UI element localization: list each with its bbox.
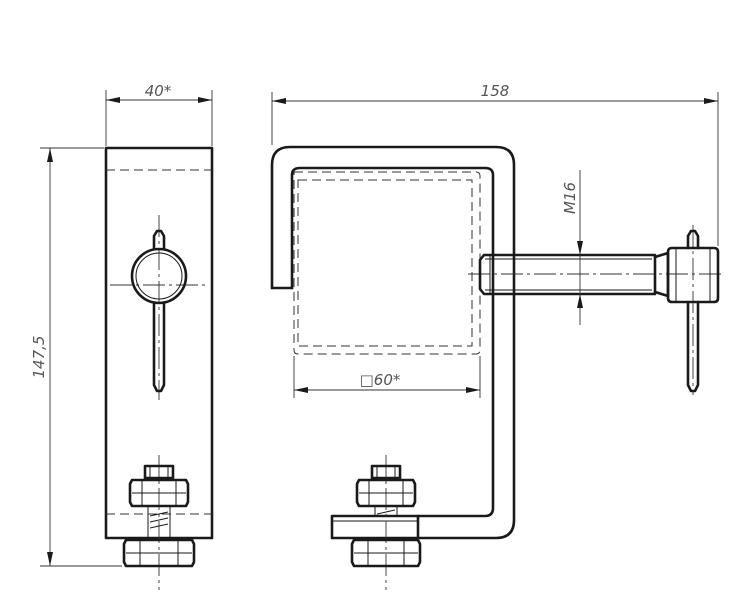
handle-boss bbox=[130, 247, 188, 305]
tube-hidden bbox=[293, 171, 481, 355]
dim-thread: M16 bbox=[561, 182, 579, 214]
hook-inner bbox=[290, 166, 495, 518]
dim-tube-size: □60* bbox=[360, 371, 401, 389]
front-bottom-nut bbox=[350, 538, 422, 568]
bottom-plate bbox=[330, 514, 420, 540]
handle-bar-bottom bbox=[152, 301, 166, 393]
side-bottom-nut bbox=[122, 538, 196, 568]
dimensions: 40* 158 147,5 M16 □60* bbox=[30, 82, 719, 567]
dim-height: 147,5 bbox=[30, 336, 48, 379]
bolt-tip bbox=[143, 464, 175, 480]
dim-overall-length: 158 bbox=[481, 82, 510, 100]
side-view bbox=[104, 146, 214, 590]
hook-outer bbox=[270, 145, 516, 540]
t-handle-bottom bbox=[686, 300, 700, 393]
front-bolt-tip bbox=[370, 464, 402, 480]
handle-bar-top bbox=[152, 229, 166, 251]
side-nut bbox=[128, 478, 190, 508]
t-handle-top bbox=[686, 229, 700, 250]
dim-width-side: 40* bbox=[145, 82, 172, 100]
front-nut bbox=[355, 478, 417, 508]
handle-block bbox=[666, 246, 720, 304]
threaded-rod bbox=[478, 253, 657, 296]
front-view bbox=[270, 145, 725, 590]
